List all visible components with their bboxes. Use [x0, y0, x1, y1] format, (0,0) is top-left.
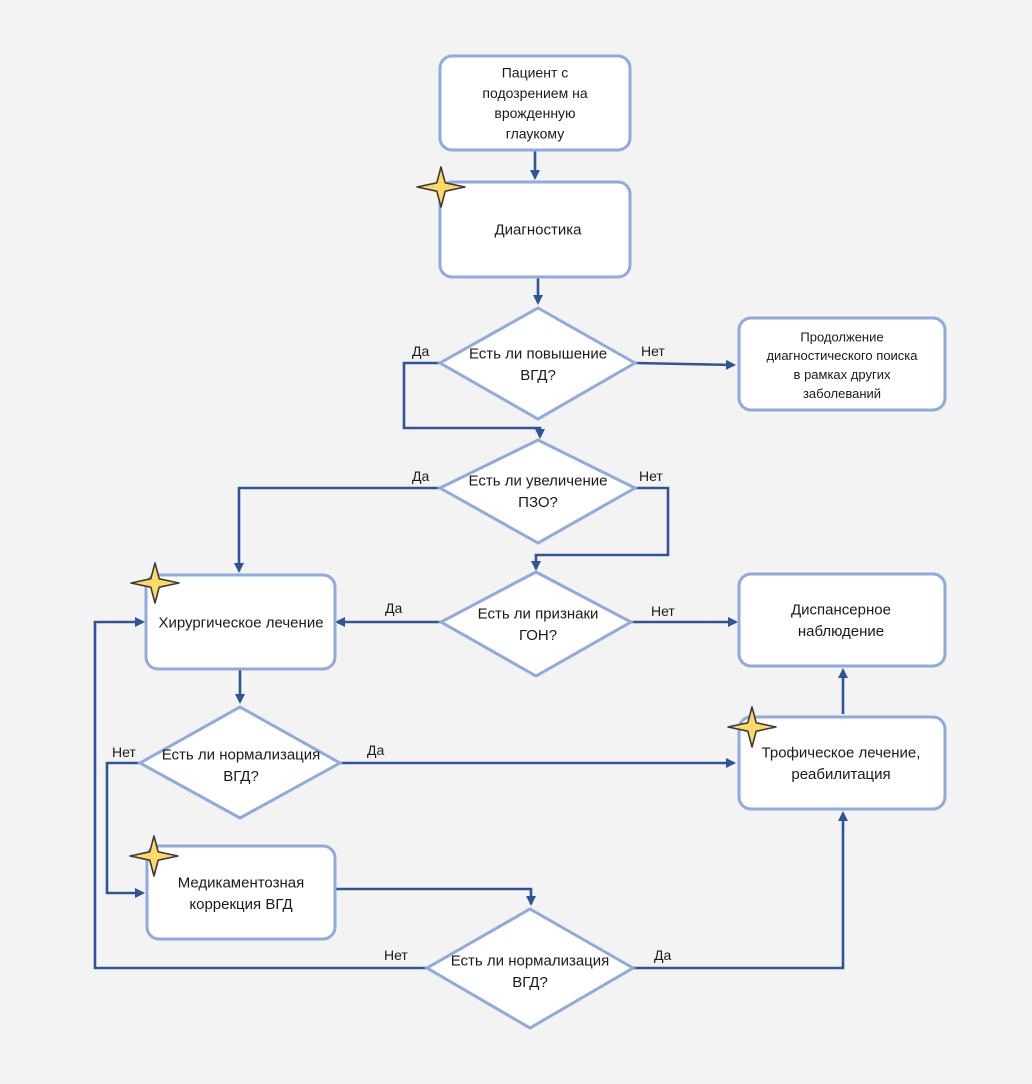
node-continue-search: Продолжение диагностического поиска в рамк…	[737, 316, 947, 412]
node-q-norm1-diamond	[136, 705, 344, 820]
node-text-line: Диспансерное	[791, 601, 891, 618]
node-continue-search-text: Продолжение диагностического поиска в рамк…	[766, 329, 918, 401]
node-text-line: Есть ли признаки	[478, 605, 599, 622]
node-text-line: ГОН?	[519, 627, 557, 644]
node-q-axial-diamond	[436, 438, 639, 545]
node-text-line: глаукому	[506, 125, 564, 141]
node-text-line: Медикаментозная	[178, 874, 304, 891]
node-q-norm2-diamond	[424, 907, 636, 1030]
node-text-line: реабилитация	[791, 766, 890, 783]
label-q-gon-no: Нет	[651, 603, 675, 619]
node-continue-search-box	[737, 316, 947, 412]
node-trophic-text: Трофическое лечение, реабилитация	[762, 744, 921, 783]
node-text-line: Продолжение	[800, 329, 883, 344]
node-text-line: ВГД?	[512, 974, 548, 991]
node-q-iop-diamond	[436, 306, 639, 421]
star-icon	[129, 835, 179, 877]
node-text-line: наблюдение	[798, 623, 884, 640]
node-text-line: подозрением на	[482, 85, 587, 101]
label-q-iop-no: Нет	[641, 343, 665, 359]
label-q-axial-no: Нет	[639, 468, 663, 484]
edge-q-norm2-yes	[633, 811, 848, 970]
node-text-line: Есть ли повышение	[469, 345, 607, 362]
star-markers	[129, 166, 777, 877]
node-text-line: Есть ли нормализация	[162, 746, 321, 763]
node-text-line: Пациент с	[502, 65, 569, 81]
edge-q-axial-no	[531, 486, 670, 571]
edge-q-norm1-no	[105, 761, 145, 898]
node-medication-text: Медикаментозная коррекция ВГД	[178, 874, 304, 913]
node-text-line: ВГД?	[520, 367, 556, 384]
label-q-norm2-yes: Да	[654, 947, 671, 963]
node-text-line: ВГД?	[223, 768, 259, 785]
edge-q-norm2-no	[93, 617, 427, 970]
edge-q-axial-yes	[234, 486, 440, 573]
edge-q-iop-yes	[402, 361, 545, 439]
node-dispensary-box	[737, 572, 947, 668]
node-medication: Медикаментозная коррекция ВГД	[145, 844, 337, 941]
node-diagnostics-box	[438, 180, 632, 279]
node-text-line: в рамках других	[794, 367, 891, 382]
node-text-line: Есть ли нормализация	[451, 952, 610, 969]
node-text-line: Трофическое лечение,	[762, 744, 921, 761]
node-text-line: Хирургическое лечение	[158, 614, 323, 631]
node-trophic: Трофическое лечение, реабилитация	[737, 715, 947, 811]
node-medication-box	[145, 844, 337, 941]
node-text-line: диагностического поиска	[766, 348, 918, 363]
node-start-text: Пациент с подозрением на врожденную глауком…	[482, 65, 587, 142]
node-text-line: врожденную	[494, 105, 575, 121]
star-icon	[727, 706, 777, 748]
node-surgery: Хирургическое лечение	[144, 573, 337, 671]
node-text-line: заболеваний	[803, 386, 881, 401]
node-trophic-box	[737, 715, 947, 811]
edge-labels: Да Нет Да Нет Да Нет Нет Да Нет Да	[112, 343, 675, 963]
node-q-gon-diamond	[437, 570, 635, 678]
node-text-line: ПЗО?	[518, 494, 558, 511]
node-start: Пациент с подозрением на врожденную глауком…	[438, 54, 632, 152]
node-diagnostics-text: Диагностика	[495, 221, 583, 238]
label-q-norm2-no: Нет	[384, 947, 408, 963]
node-diagnostics: Диагностика	[438, 180, 632, 279]
edges	[93, 150, 848, 970]
node-start-box	[438, 54, 632, 152]
edge-medication-to-q-norm2	[335, 887, 536, 906]
node-dispensary-text: Диспансерное наблюдение	[791, 601, 891, 640]
label-q-norm1-no: Нет	[112, 744, 136, 760]
node-text-line: Есть ли увеличение	[469, 472, 608, 489]
node-text-line: коррекция ВГД	[189, 896, 292, 913]
star-icon	[130, 562, 180, 604]
star-icon	[416, 166, 466, 208]
label-q-iop-yes: Да	[412, 343, 429, 359]
node-surgery-text: Хирургическое лечение	[158, 614, 323, 631]
node-surgery-box	[144, 573, 337, 671]
node-text-line: Диагностика	[495, 221, 583, 238]
label-q-gon-yes: Да	[385, 600, 402, 616]
label-q-axial-yes: Да	[412, 468, 429, 484]
label-q-norm1-yes: Да	[367, 742, 384, 758]
edge-q-iop-no	[634, 359, 736, 370]
node-dispensary: Диспансерное наблюдение	[737, 572, 947, 668]
